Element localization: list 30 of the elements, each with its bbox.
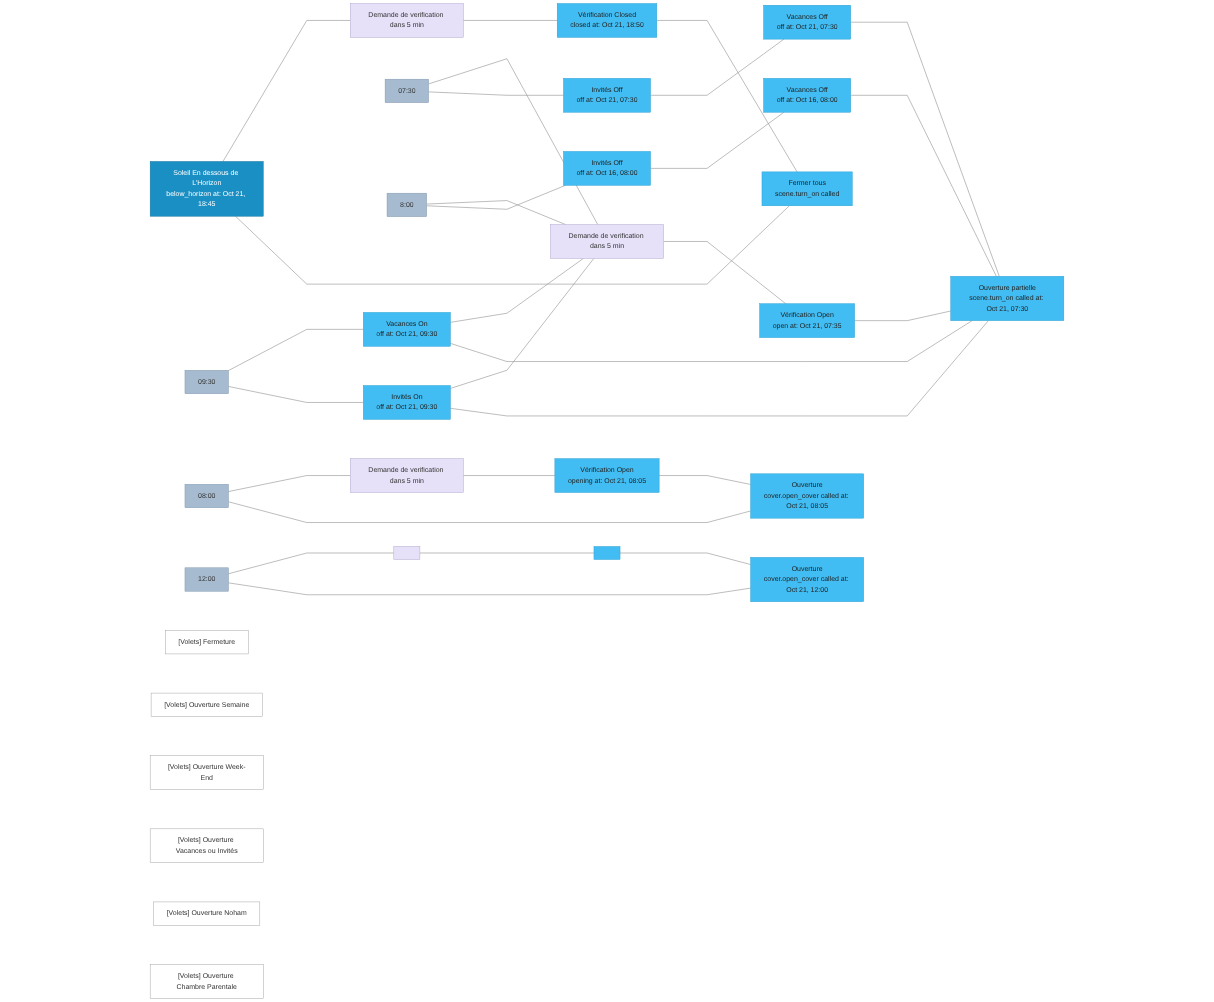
connector: [619, 552, 751, 565]
connector: [419, 552, 595, 554]
connector: [228, 552, 395, 575]
connector: [450, 258, 584, 323]
connector: [228, 386, 364, 403]
connector: [658, 475, 751, 485]
connector: [450, 258, 595, 389]
connector: [854, 310, 952, 321]
connector: [650, 111, 785, 169]
node-box: [593, 546, 621, 560]
connector: [850, 94, 997, 277]
node-box: [393, 546, 421, 560]
connector: [850, 21, 1000, 277]
connector: [426, 185, 566, 210]
connector: [428, 58, 599, 225]
connector: [426, 200, 566, 225]
connector: [663, 241, 787, 304]
connector: [650, 38, 785, 96]
connector: [228, 329, 364, 371]
connector: [228, 501, 751, 523]
connector: [222, 20, 351, 162]
connector: [450, 320, 989, 417]
connector: [450, 320, 973, 362]
connector: [228, 475, 351, 492]
connector: [656, 20, 798, 173]
connector: [235, 205, 790, 285]
connector: [228, 582, 751, 596]
connector: [463, 20, 558, 21]
connector: [428, 91, 564, 96]
connector: [463, 475, 556, 476]
